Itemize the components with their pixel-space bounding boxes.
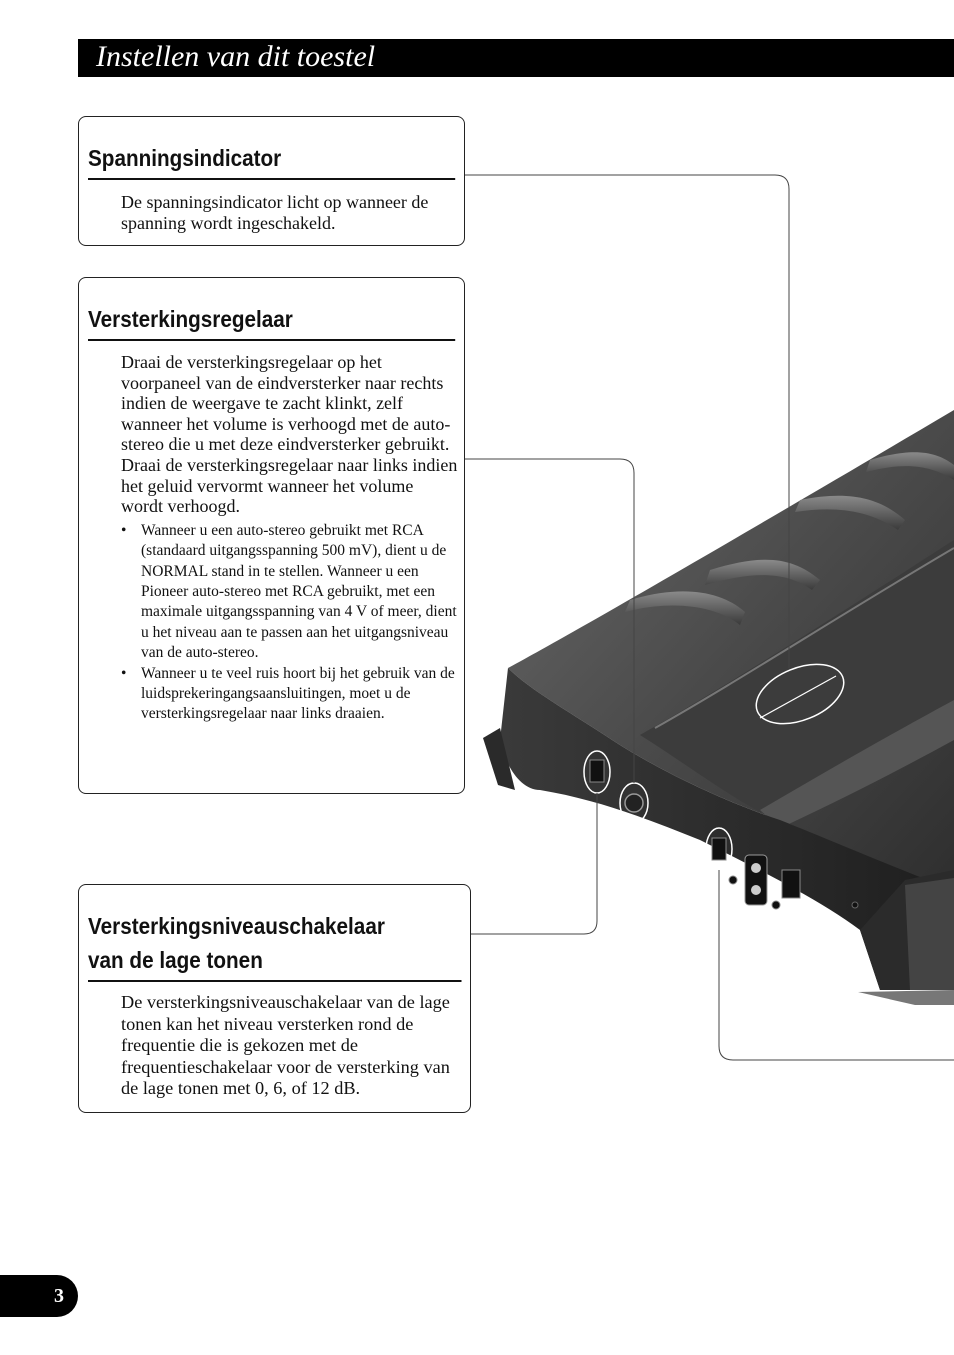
notes-list: Wanneer u een auto-stereo gebruikt met R…: [121, 521, 458, 725]
leader-line: [464, 458, 635, 783]
amplifier-fin: [705, 559, 820, 590]
amplifier-fin: [866, 452, 954, 480]
section-title: Spanningsindicator: [88, 141, 456, 180]
page-number-tab: 3: [0, 1275, 78, 1317]
page-number: 3: [54, 1285, 64, 1307]
amplifier-fin: [625, 591, 745, 625]
section-title: Versterkingsniveauschakelaar van de lage …: [88, 909, 462, 982]
bass-boost-box: Versterkingsniveauschakelaar van de lage …: [78, 884, 471, 1113]
leader-line: [471, 793, 598, 935]
page-title: Instellen van dit toestel: [96, 40, 376, 73]
power-indicator-box: Spanningsindicator De spanningsindicator…: [78, 116, 465, 246]
leader-line: [718, 870, 954, 1061]
section-title: Versterkingsregelaar: [88, 302, 456, 341]
section-body: De versterkingsniveauschakelaar van de l…: [121, 992, 450, 1098]
list-item: Wanneer u een auto-stereo gebruikt met R…: [121, 521, 458, 664]
section-body: De spanningsindicator licht op wanneer d…: [121, 192, 429, 233]
section-title-line1: Versterkingsniveauschakelaar: [88, 913, 385, 939]
leader-line: [464, 174, 790, 668]
list-item: Wanneer u te veel ruis hoort bij het geb…: [121, 664, 458, 725]
section-title-line2: van de lage tonen: [88, 947, 263, 973]
amplifier-fin: [795, 495, 905, 530]
power-indicator-callout: [755, 663, 845, 725]
section-body: Draai de versterkingsregelaar op het voo…: [121, 352, 458, 517]
header-bar: Instellen van dit toestel: [78, 39, 954, 77]
gain-control-box: Versterkingsregelaar Draai de versterkin…: [78, 277, 465, 794]
amplifier-front-panel: [500, 668, 954, 990]
